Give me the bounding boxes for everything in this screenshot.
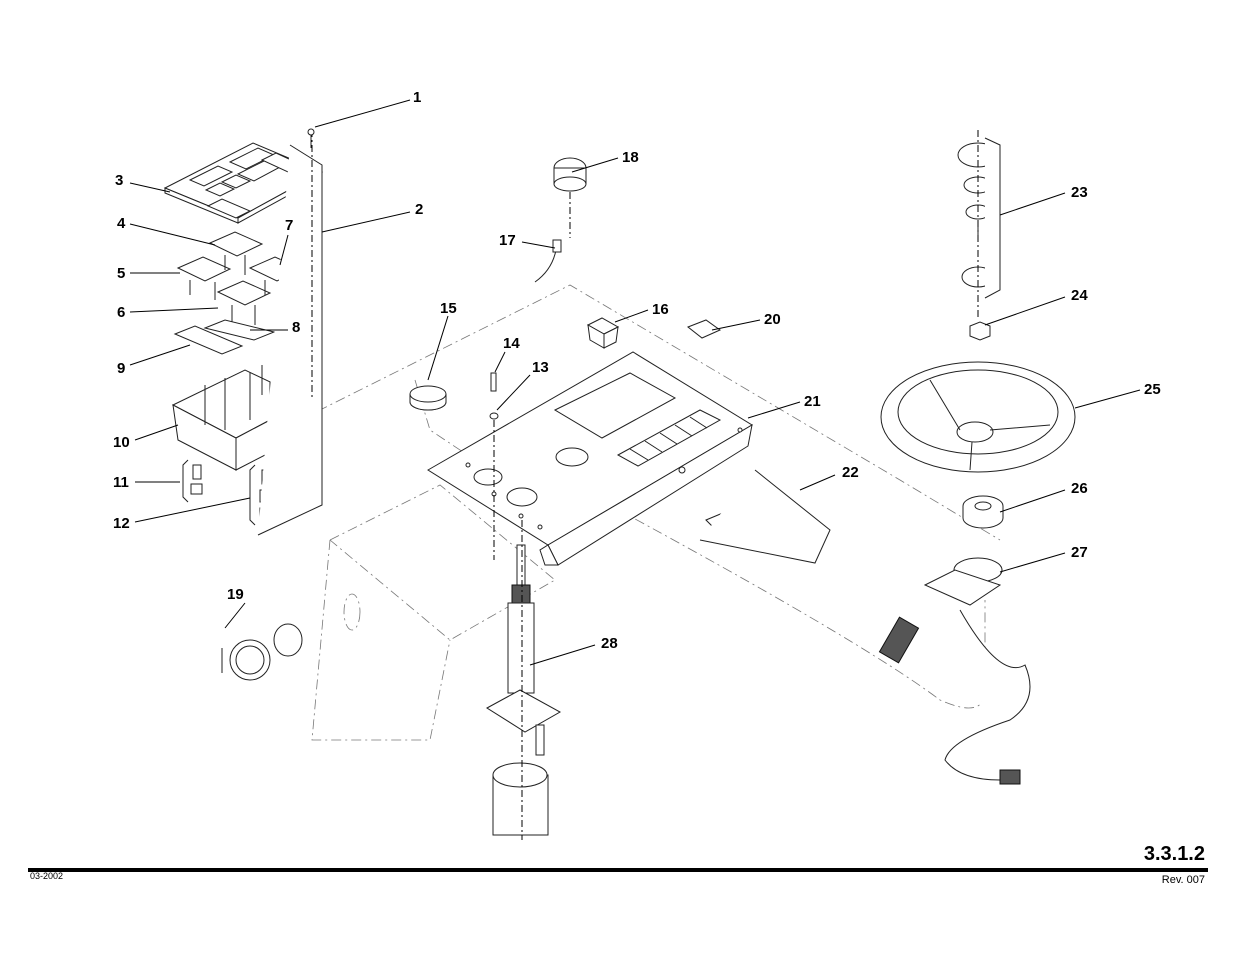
callout-25: 25 [1144, 381, 1161, 398]
callout-22: 22 [842, 464, 859, 481]
callout-19: 19 [227, 586, 244, 603]
callout-labels: 1 2 3 4 5 6 7 8 9 10 11 12 13 14 15 16 1… [113, 89, 1161, 652]
callout-20: 20 [764, 311, 781, 328]
callout-9: 9 [117, 360, 125, 377]
leader-lines [129, 99, 1141, 666]
footer-divider [28, 868, 1208, 872]
callout-16: 16 [652, 301, 669, 318]
cover-plug [687, 319, 722, 339]
dash-panel-plate [427, 351, 753, 566]
plug [409, 385, 447, 411]
rocker-switch [586, 317, 620, 349]
callout-7: 7 [285, 217, 293, 234]
callout-17: 17 [499, 232, 516, 249]
callout-11: 11 [113, 474, 129, 491]
meter-gauge [534, 157, 587, 283]
callout-8: 8 [292, 319, 300, 336]
callout-14: 14 [503, 335, 520, 352]
steering-nut [969, 321, 991, 341]
callout-3: 3 [115, 172, 123, 189]
callout-27: 27 [1071, 544, 1088, 561]
phantom-outline [299, 284, 1001, 741]
callout-28: 28 [601, 635, 618, 652]
callout-12: 12 [113, 515, 130, 532]
horn-button-stack [957, 130, 1001, 320]
turn-signal-switch [878, 557, 1031, 785]
key-switch [699, 469, 831, 564]
gasket-strips [173, 319, 276, 355]
callout-23: 23 [1071, 184, 1088, 201]
callout-4: 4 [117, 215, 126, 232]
screw [307, 128, 315, 148]
callout-26: 26 [1071, 480, 1088, 497]
callout-21: 21 [804, 393, 821, 410]
hour-meter [221, 623, 303, 681]
callout-2: 2 [415, 201, 423, 218]
spacer [962, 495, 1004, 529]
callout-10: 10 [113, 434, 130, 451]
item-2-bracket [257, 130, 323, 536]
connectors [182, 459, 273, 526]
callout-15: 15 [440, 300, 457, 317]
revision-label: Rev. 007 [1161, 874, 1205, 886]
steering-wheel [880, 361, 1076, 473]
callout-6: 6 [117, 304, 125, 321]
callout-24: 24 [1071, 287, 1088, 304]
bolt-and-washer [489, 372, 499, 560]
date-code: 03-2002 [30, 871, 64, 881]
callout-5: 5 [117, 265, 125, 282]
steering-column [486, 520, 562, 840]
callout-1: 1 [413, 89, 421, 106]
section-number: 3.3.1.2 [1143, 843, 1205, 865]
callout-18: 18 [622, 149, 639, 166]
callout-13: 13 [532, 359, 549, 376]
